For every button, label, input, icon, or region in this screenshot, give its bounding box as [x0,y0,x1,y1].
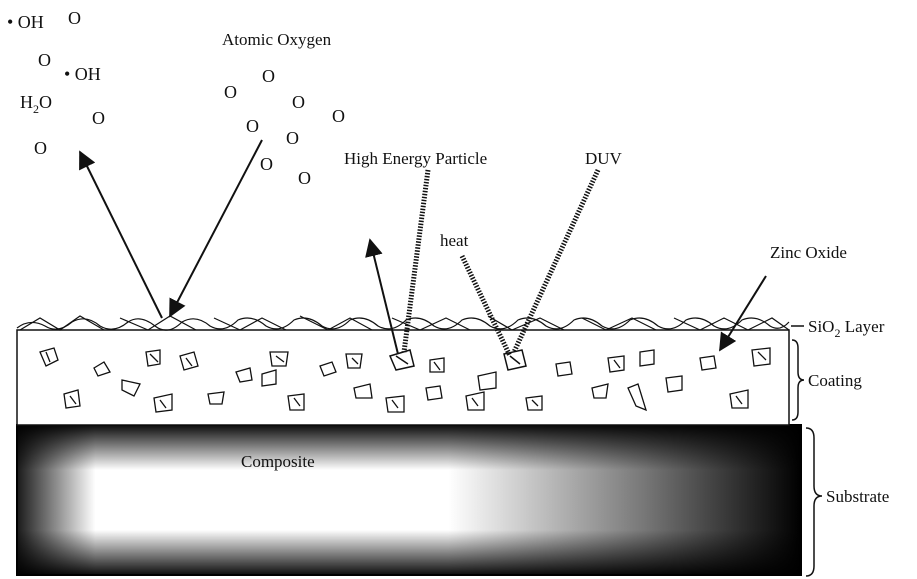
reaction-species: • OH O O • OH H2O O O [7,8,105,158]
oxygen-atom: O [286,128,299,148]
zinc-oxide-arrow [719,275,767,352]
outgoing-arrow [79,150,163,319]
coating-brace [791,339,805,421]
radiation-beams [401,168,601,358]
impact-crystals [388,349,527,371]
substrate-layer [16,424,802,576]
high-energy-particle-beam [401,169,431,353]
oxygen-atom: O [260,154,273,174]
composite-label: Composite [241,452,315,471]
incoming-oxygen-arrow [169,139,263,318]
oxygen-atom: O [34,138,47,158]
coating-label: Coating [808,371,862,390]
atomic-oxygen-label: Atomic Oxygen [222,30,332,49]
duv-beam [511,168,601,354]
water-molecule: H2O [20,92,52,116]
oxygen-atom: O [292,92,305,112]
oxygen-atom: O [246,116,259,136]
arrows [79,139,767,355]
oxygen-atom: O [298,168,311,188]
substrate-label: Substrate [826,487,889,506]
hydroxyl-radical-1: • OH [7,12,44,32]
sio2-layer-label: SiO2 Layer [808,317,885,340]
heat-label: heat [440,231,469,250]
hydroxyl-radical-2: • OH [64,64,101,84]
oxygen-atom: O [92,108,105,128]
zinc-oxide-label: Zinc Oxide [770,243,847,262]
oxygen-atom: O [224,82,237,102]
oxygen-atom: O [38,50,51,70]
ejected-particle-arrow [365,238,399,355]
atomic-oxygen-cluster: O O O O O O O O [224,66,345,188]
crystals [39,347,771,413]
heat-beam [459,254,513,358]
oxygen-atom: O [332,106,345,126]
oxygen-atom: O [262,66,275,86]
sio2-layer [16,315,790,331]
duv-label: DUV [585,149,623,168]
oxygen-atom: O [68,8,81,28]
substrate-brace [805,427,823,577]
high-energy-particle-label: High Energy Particle [344,149,487,168]
